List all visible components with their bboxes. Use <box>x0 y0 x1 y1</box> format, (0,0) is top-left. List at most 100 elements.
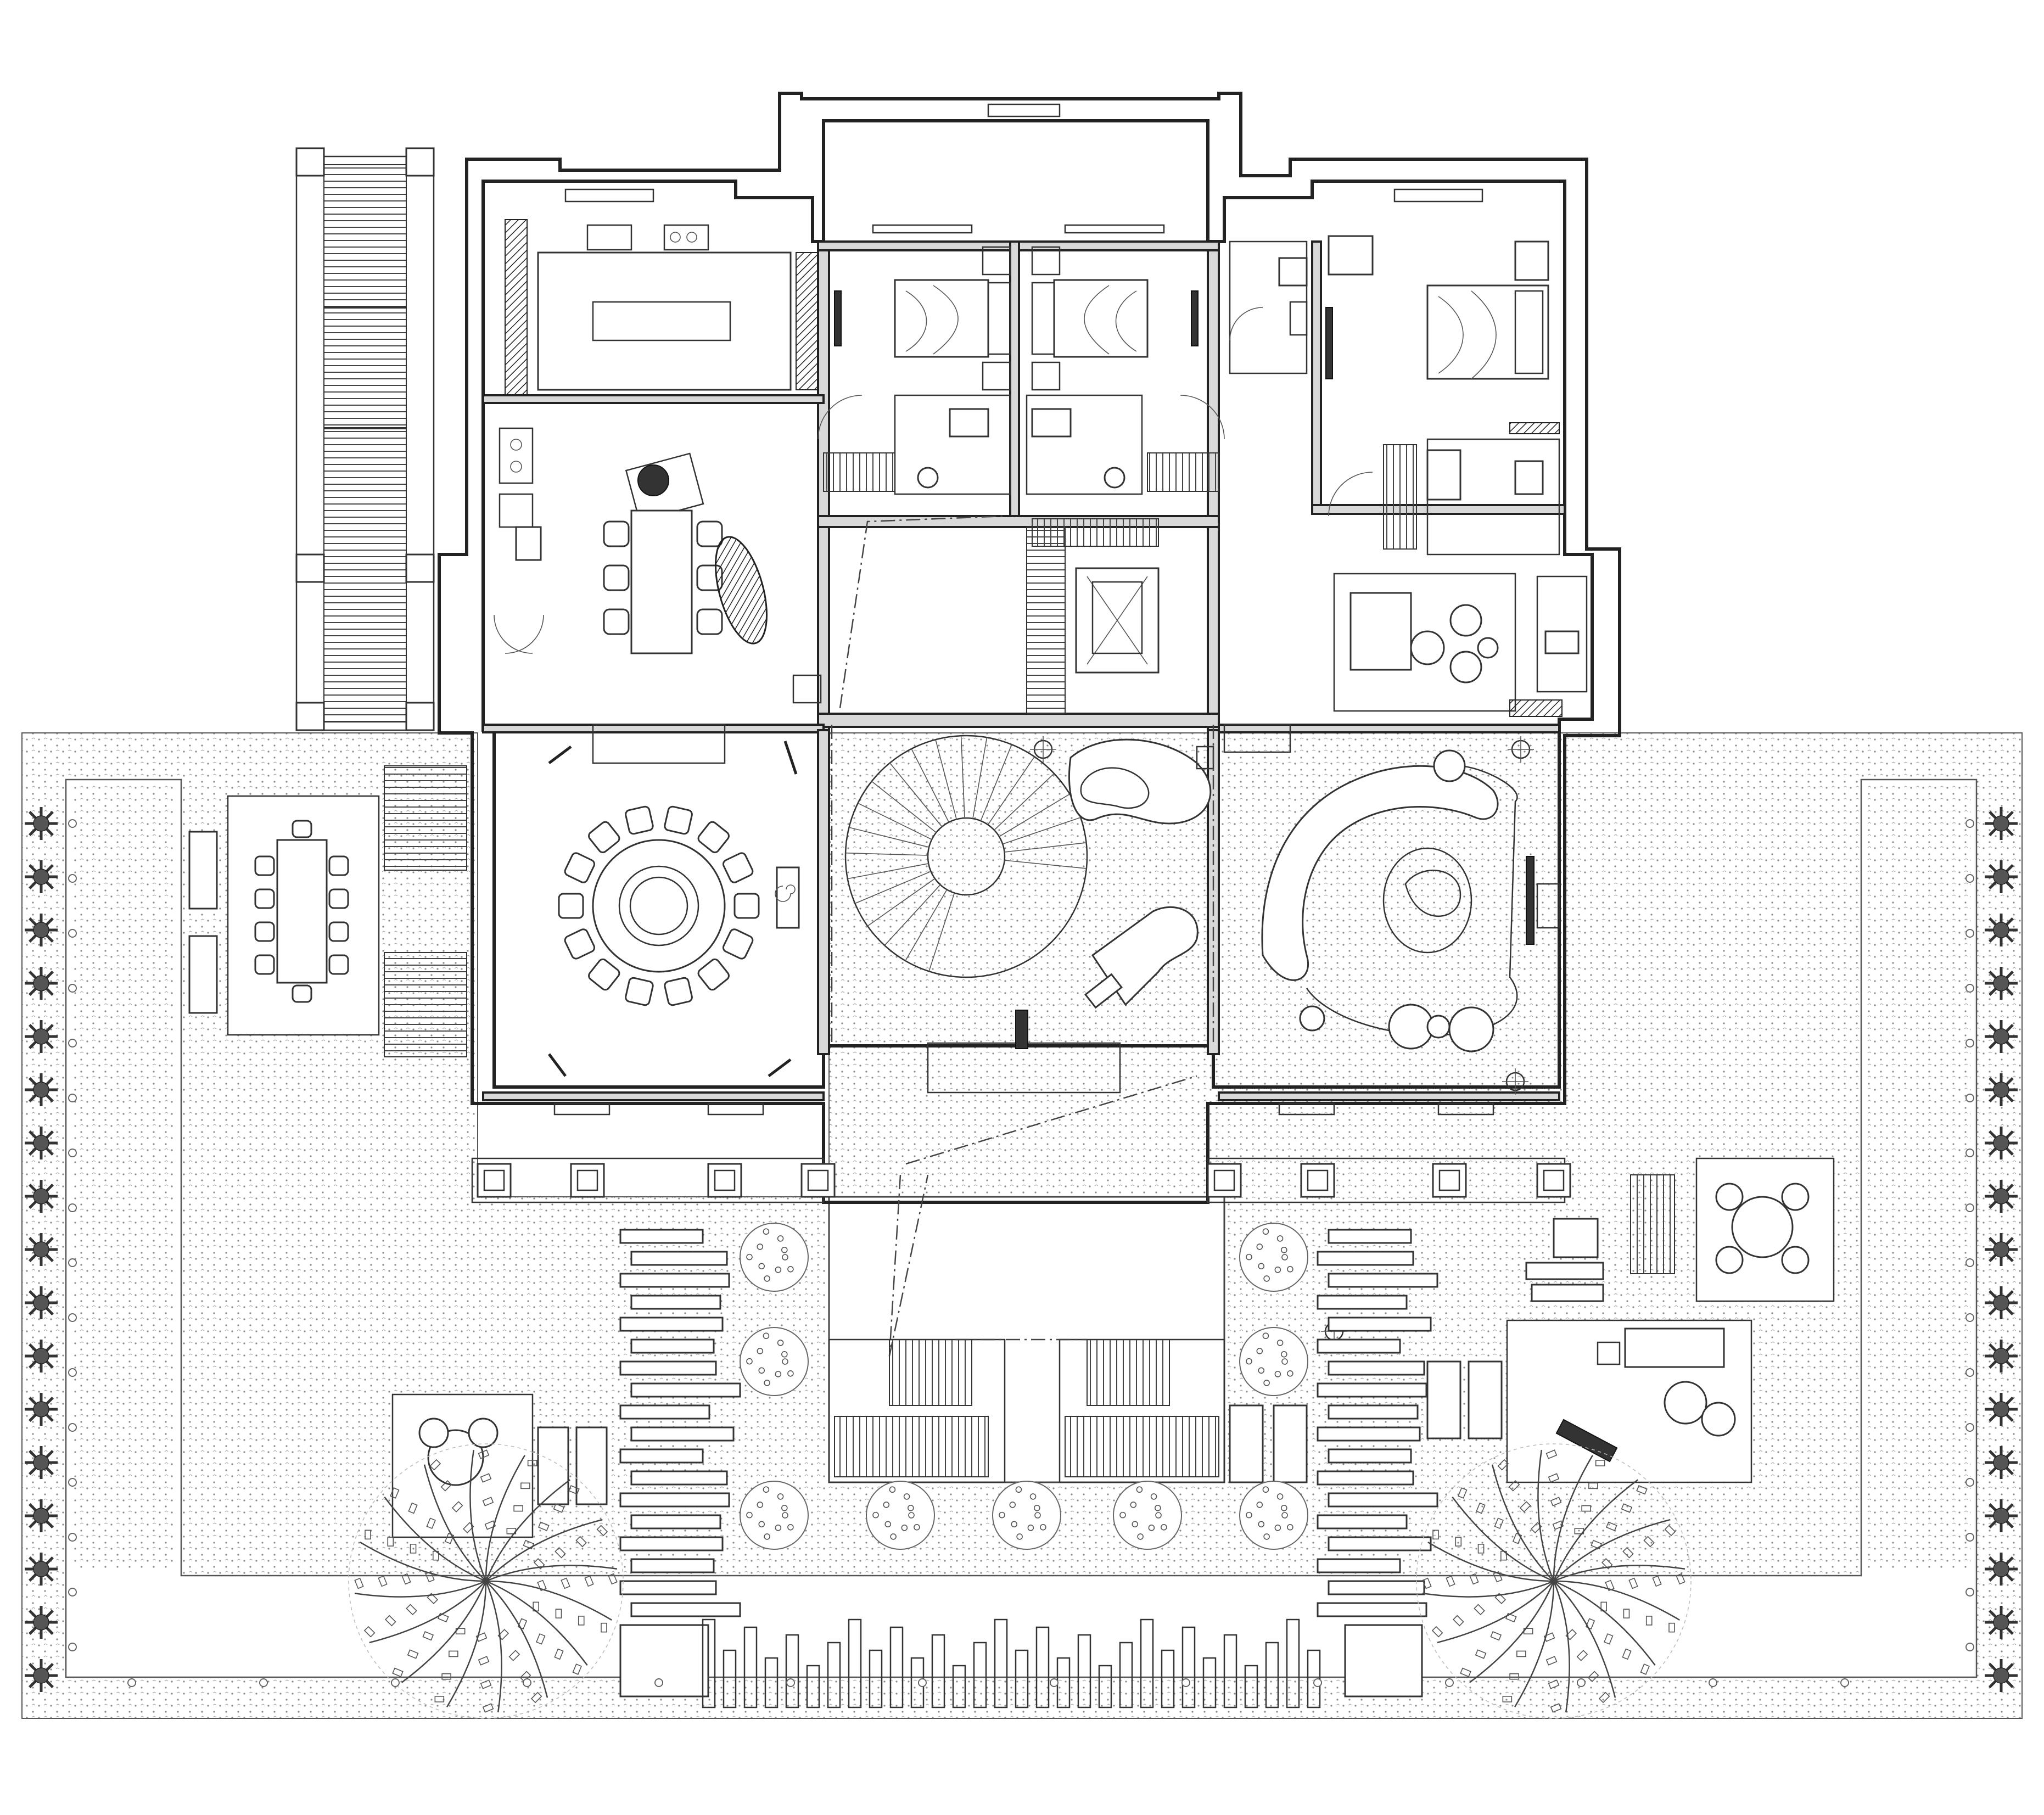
armchair <box>1449 604 1482 637</box>
chair <box>292 984 312 1003</box>
tree-leaf <box>449 1650 458 1657</box>
slat <box>1181 1626 1196 1708</box>
stair-tread <box>884 884 941 946</box>
shrub-leaf <box>1258 1367 1265 1374</box>
paving-block <box>1344 1624 1423 1698</box>
chair <box>558 893 584 919</box>
tree-branch <box>485 1455 525 1582</box>
door-swing <box>505 614 544 654</box>
tree-leaf <box>410 1544 417 1554</box>
slat <box>1286 1618 1300 1708</box>
shrub-leaf <box>1276 1340 1284 1346</box>
tree-branch <box>1422 1580 1554 1598</box>
shrub-leaf <box>1258 1521 1265 1528</box>
basin <box>917 467 939 489</box>
shrub-leaf <box>781 1246 788 1253</box>
stair-tread <box>960 736 965 819</box>
shrub-leaf <box>777 1493 784 1500</box>
tree-leaf <box>440 1480 452 1492</box>
tv-console <box>1526 856 1535 945</box>
shrub-leaf <box>1263 1275 1270 1282</box>
door-swing <box>494 614 533 654</box>
tree-leaf <box>1431 1626 1443 1638</box>
shrub-leaf <box>1256 1348 1263 1354</box>
slat <box>931 1634 945 1708</box>
stair-tread <box>867 878 936 927</box>
slat <box>973 1642 987 1708</box>
shrub <box>740 1223 809 1292</box>
shrub-leaf <box>787 1523 794 1531</box>
lamp <box>68 1533 77 1542</box>
bed <box>1426 284 1549 380</box>
lamp <box>68 874 77 883</box>
stair-tread <box>1004 842 1087 853</box>
nightstand <box>1031 361 1061 391</box>
shrub-leaf <box>903 1493 910 1500</box>
tree-leaf <box>537 1521 550 1531</box>
shrub-leaf <box>782 1358 788 1365</box>
cooktop <box>663 224 709 251</box>
chair <box>625 977 654 1006</box>
slat <box>1265 1642 1279 1708</box>
tree-leaf <box>1474 1604 1485 1616</box>
tree-leaf <box>508 1650 520 1661</box>
shrub-leaf <box>1262 1228 1269 1235</box>
shrub-leaf <box>890 1533 897 1540</box>
armchair <box>1448 1006 1494 1052</box>
tree-leaf <box>1452 1615 1464 1627</box>
tree-leaf <box>520 1482 530 1489</box>
tree-leaf <box>561 1577 570 1589</box>
lamp <box>127 1678 136 1687</box>
lamp <box>523 1678 531 1687</box>
tree-leaf <box>608 1573 618 1585</box>
chair <box>328 921 349 942</box>
stepping-stones <box>619 1229 1438 1698</box>
tree-leaf <box>478 1449 490 1459</box>
lamp <box>68 1643 77 1651</box>
shrub <box>740 1481 809 1550</box>
tree-leaf <box>1516 1650 1526 1657</box>
stepping-stone <box>1328 1492 1438 1508</box>
shrub-leaf <box>775 1267 782 1273</box>
slat <box>1098 1665 1112 1708</box>
shrubs <box>740 1223 1308 1550</box>
tree-leaf <box>1502 1696 1513 1702</box>
trees <box>348 1443 1692 1719</box>
shrub-leaf <box>1132 1521 1139 1528</box>
armchair <box>1328 235 1374 276</box>
tree-leaf <box>554 1648 564 1660</box>
shrub-leaf <box>1150 1493 1157 1500</box>
shrub-leaf <box>1281 1358 1288 1365</box>
tree-leaf <box>1622 1648 1632 1660</box>
stepping-stone <box>630 1251 728 1266</box>
sunbed <box>1555 1419 1618 1463</box>
tree-leaf <box>1550 1703 1562 1713</box>
shrub-leaf <box>764 1275 770 1282</box>
column <box>792 674 822 704</box>
bistro-set-right <box>1525 1157 1835 1302</box>
stepping-stone <box>619 1536 724 1551</box>
tree-leaf <box>480 1473 492 1483</box>
pier-cap <box>405 553 435 583</box>
armchair <box>1449 651 1482 684</box>
chair <box>1781 1183 1810 1211</box>
overhead-line <box>839 515 1005 709</box>
walk-in-closet <box>1383 444 1417 550</box>
kitchen <box>494 219 819 654</box>
side-table <box>1433 749 1466 782</box>
shrub <box>1239 1481 1308 1550</box>
shrub-leaf <box>1040 1523 1046 1531</box>
cooktop <box>499 427 534 484</box>
tree-leaf <box>401 1573 411 1585</box>
stair-tread <box>845 852 928 856</box>
sideboard <box>776 866 800 929</box>
kitchen-island <box>592 301 731 341</box>
chair <box>254 855 275 876</box>
tree-leaf <box>1605 1521 1617 1531</box>
pier <box>800 1163 836 1198</box>
hedge <box>33 1454 49 1471</box>
lamp <box>1965 1149 1974 1157</box>
sink <box>499 493 534 528</box>
formal-dining <box>548 741 800 1077</box>
spiral-staircase <box>844 735 1088 978</box>
